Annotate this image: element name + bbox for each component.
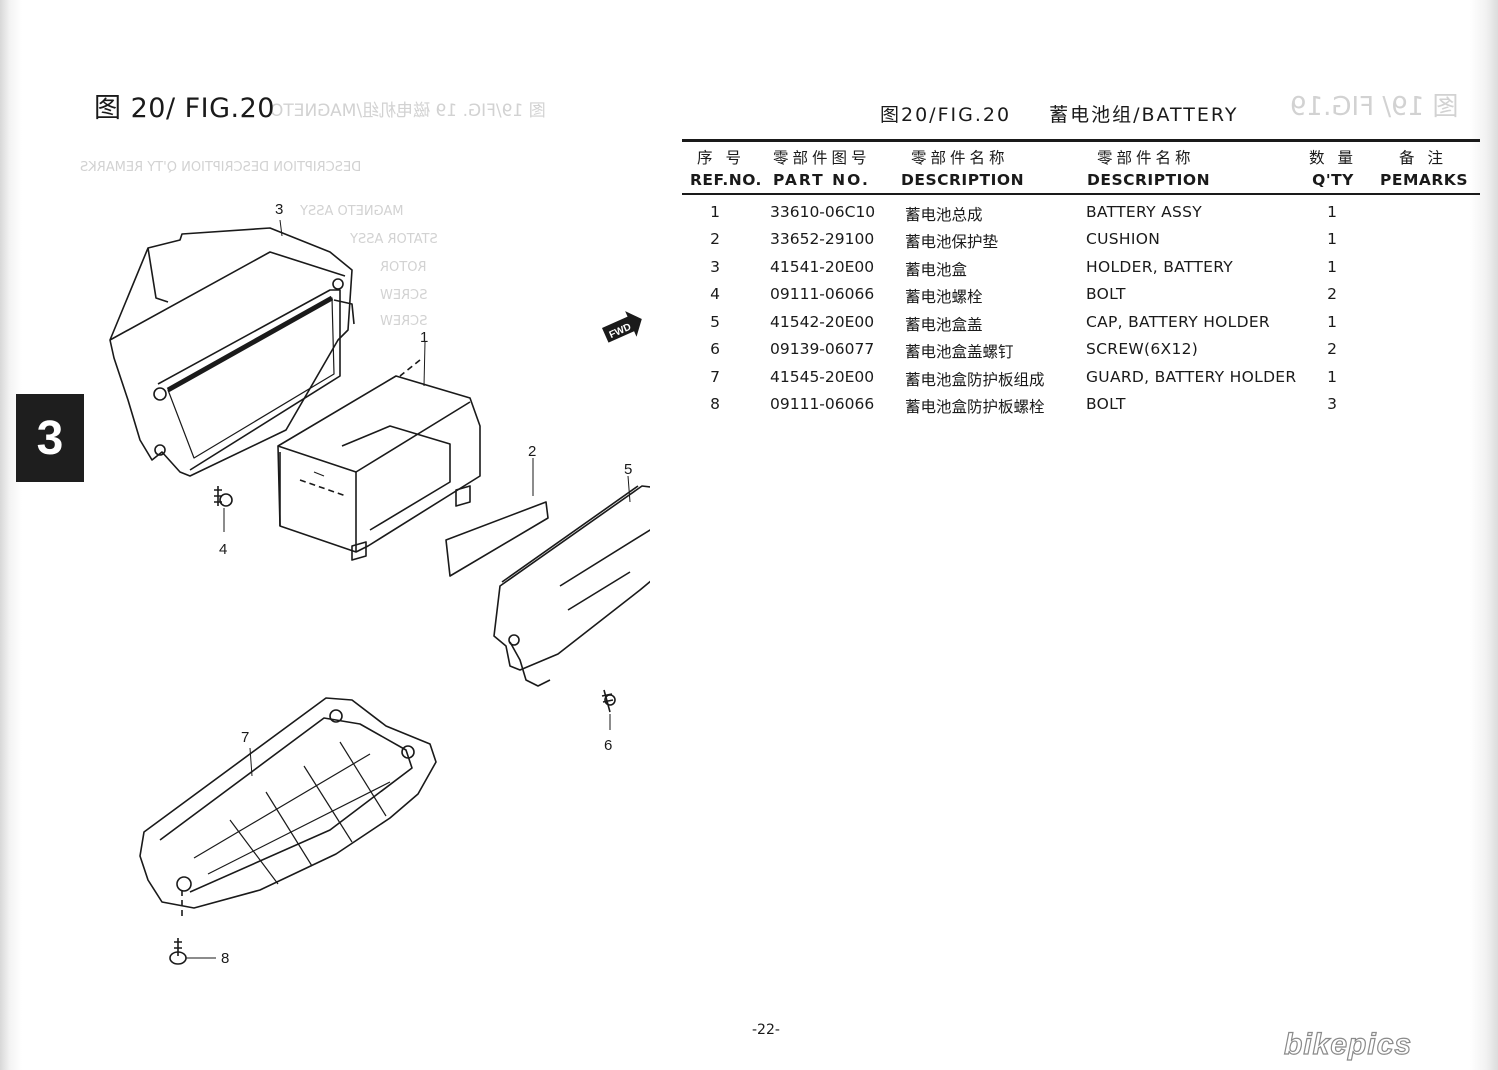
part-no: 09139-06077 — [770, 340, 875, 358]
quantity: 1 — [1327, 230, 1337, 248]
description-en: BOLT — [1086, 285, 1126, 303]
watermark-logo: bikepics — [1283, 1027, 1413, 1061]
description-en: CAP, BATTERY HOLDER — [1086, 313, 1270, 331]
table-row: 8 09111-06066 蓄电池盒防护板螺栓 BOLT 3 — [682, 395, 1480, 422]
part-no: 09111-06066 — [770, 395, 875, 413]
table-title-name: 蓄电池组/BATTERY — [1049, 104, 1239, 126]
table-row: 3 41541-20E00 蓄电池盒 HOLDER, BATTERY 1 — [682, 258, 1480, 285]
quantity: 1 — [1327, 368, 1337, 386]
part-no: 41542-20E00 — [770, 313, 875, 331]
part-no: 09111-06066 — [770, 285, 875, 303]
page-number: -22- — [752, 1022, 780, 1038]
show-through-fig-title: 图 19/ FIG.19 — [1290, 92, 1459, 122]
callout-7: 7 — [241, 729, 249, 746]
callout-4: 4 — [219, 541, 227, 558]
leader-lines — [186, 219, 631, 959]
bolt-part-8 — [169, 938, 187, 965]
battery-part — [277, 359, 481, 561]
callout-1: 1 — [420, 329, 428, 346]
ref-no: 8 — [710, 395, 720, 413]
ref-no: 3 — [710, 258, 720, 276]
description-en: HOLDER, BATTERY — [1086, 258, 1234, 276]
quantity: 1 — [1327, 258, 1337, 276]
show-through-header: DESCRIPTION DESCRIPTION Q'TY REMARKS — [80, 160, 362, 175]
ref-no: 2 — [710, 230, 720, 248]
description-cn: 蓄电池螺栓 — [905, 288, 983, 306]
part-no: 41545-20E00 — [770, 368, 875, 386]
ref-no: 5 — [710, 313, 720, 331]
description-cn: 蓄电池盒防护板螺栓 — [905, 398, 1045, 416]
description-en: GUARD, BATTERY HOLDER — [1086, 368, 1297, 386]
table-row: 1 33610-06C10 蓄电池总成 BATTERY ASSY 1 — [682, 203, 1480, 230]
exploded-parts-diagram: FWD 3 1 2 5 4 6 7 8 — [109, 201, 650, 967]
quantity: 3 — [1327, 395, 1337, 413]
table-row: 7 41545-20E00 蓄电池盒防护板组成 GUARD, BATTERY H… — [682, 368, 1480, 395]
description-cn: 蓄电池盒盖螺钉 — [905, 343, 1014, 361]
callout-6: 6 — [604, 737, 612, 754]
ref-no: 7 — [710, 368, 720, 386]
table-row: 4 09111-06066 蓄电池螺栓 BOLT 2 — [682, 285, 1480, 312]
description-cn: 蓄电池总成 — [905, 206, 983, 224]
description-cn: 蓄电池盒防护板组成 — [905, 371, 1045, 389]
table-title: 图20/FIG.20 蓄电池组/BATTERY — [880, 100, 1239, 127]
description-cn: 蓄电池保护垫 — [905, 233, 999, 251]
table-top-rule — [682, 139, 1480, 142]
battery-holder-part — [109, 227, 355, 477]
quantity: 2 — [1327, 340, 1337, 358]
cushion-part — [445, 501, 549, 577]
ref-no: 6 — [710, 340, 720, 358]
callout-8: 8 — [221, 950, 229, 967]
guard-part — [139, 697, 437, 920]
description-en: BATTERY ASSY — [1086, 203, 1203, 221]
table-header-rule — [682, 193, 1480, 195]
part-no: 41541-20E00 — [770, 258, 875, 276]
show-through-table-title: 图 19/FIG. 19 磁电机组/MAGNETO — [270, 101, 546, 121]
table-row: 6 09139-06077 蓄电池盒盖螺钉 SCREW(6X12) 2 — [682, 340, 1480, 367]
bolt-part-4 — [214, 486, 233, 507]
part-no: 33610-06C10 — [770, 203, 876, 221]
description-en: SCREW(6X12) — [1086, 340, 1199, 358]
ref-no: 1 — [710, 203, 720, 221]
table-row: 5 41542-20E00 蓄电池盒盖 CAP, BATTERY HOLDER … — [682, 313, 1480, 340]
quantity: 1 — [1327, 313, 1337, 331]
screw-part-6 — [601, 689, 616, 713]
description-en: CUSHION — [1086, 230, 1161, 248]
part-no: 33652-29100 — [770, 230, 875, 248]
description-en: BOLT — [1086, 395, 1126, 413]
table-title-fig: 图20/FIG.20 — [880, 104, 1012, 126]
fwd-arrow-icon: FWD — [602, 311, 642, 343]
description-cn: 蓄电池盒盖 — [905, 316, 983, 334]
callout-2: 2 — [528, 443, 536, 460]
quantity: 2 — [1327, 285, 1337, 303]
section-tab: 3 — [16, 394, 84, 482]
callout-5: 5 — [624, 461, 632, 478]
holder-cap-part — [493, 485, 650, 687]
description-cn: 蓄电池盒 — [905, 261, 968, 279]
callout-3: 3 — [275, 201, 283, 218]
table-row: 2 33652-29100 蓄电池保护垫 CUSHION 1 — [682, 230, 1480, 257]
quantity: 1 — [1327, 203, 1337, 221]
figure-title: 图 20/ FIG.20 — [94, 93, 275, 124]
ref-no: 4 — [710, 285, 720, 303]
